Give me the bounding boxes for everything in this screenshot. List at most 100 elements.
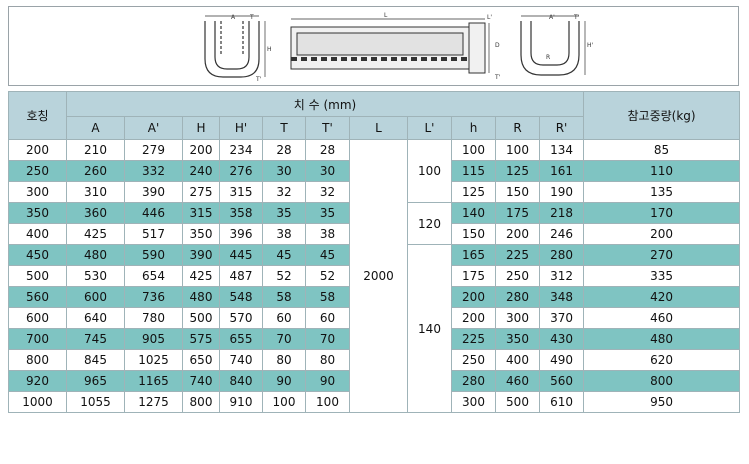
table-cell: 150 [451, 223, 496, 245]
left-section-view [204, 15, 266, 78]
table-cell: 90 [262, 370, 306, 392]
table-cell: 30 [262, 160, 306, 182]
table-cell: 312 [538, 265, 585, 287]
table-cell: 487 [219, 265, 263, 287]
table-cell: 335 [583, 265, 741, 287]
table-cell: 52 [262, 265, 306, 287]
table-cell: 35 [305, 202, 350, 224]
table-cell: 90 [305, 370, 350, 392]
table-cell: 1165 [124, 370, 183, 392]
label-ap: A' [549, 14, 555, 21]
table-cell: 310 [66, 181, 125, 203]
header-col: h [451, 116, 496, 140]
label-l: L [384, 12, 388, 19]
table-cell: 175 [451, 265, 496, 287]
table-cell: 70 [305, 328, 350, 350]
cell-length: 2000 [349, 139, 408, 413]
table-cell: 560 [538, 370, 585, 392]
table-cell: 140 [451, 202, 496, 224]
table-cell: 110 [583, 160, 741, 182]
label-tp2: T' [573, 14, 580, 21]
table-cell: 315 [219, 181, 263, 203]
table-cell: 600 [8, 307, 67, 329]
table-cell: 800 [182, 391, 220, 413]
table-cell: 218 [538, 202, 585, 224]
table-cell: 446 [124, 202, 183, 224]
table-cell: 780 [124, 307, 183, 329]
table-cell: 460 [583, 307, 741, 329]
table-cell: 60 [262, 307, 306, 329]
table-cell: 250 [495, 265, 540, 287]
table-cell: 575 [182, 328, 220, 350]
table-cell: 332 [124, 160, 183, 182]
header-col: T' [305, 116, 350, 140]
table-cell: 740 [182, 370, 220, 392]
drawing-svg: A T H T' L L' D T' A' T' H' R [204, 12, 594, 83]
table-cell: 390 [182, 244, 220, 266]
table-cell: 800 [583, 370, 741, 392]
table-cell: 800 [8, 349, 67, 371]
table-cell: 200 [8, 139, 67, 161]
table-cell: 30 [305, 160, 350, 182]
table-cell: 425 [182, 265, 220, 287]
table-cell: 80 [262, 349, 306, 371]
table-cell: 420 [583, 286, 741, 308]
table-cell: 45 [262, 244, 306, 266]
table-cell: 500 [495, 391, 540, 413]
table-cell: 100 [262, 391, 306, 413]
header-col: L [349, 116, 408, 140]
label-h: H [267, 46, 272, 53]
table-cell: 650 [182, 349, 220, 371]
table-cell: 490 [538, 349, 585, 371]
header-weight: 참고중량(kg) [583, 91, 741, 140]
table-cell: 965 [66, 370, 125, 392]
table-cell: 225 [495, 244, 540, 266]
table-cell: 100 [305, 391, 350, 413]
table-cell: 480 [182, 286, 220, 308]
table-cell: 150 [495, 181, 540, 203]
table-cell: 170 [583, 202, 741, 224]
header-col: R' [538, 116, 585, 140]
table-cell: 276 [219, 160, 263, 182]
table-cell: 845 [66, 349, 125, 371]
table-cell: 1055 [66, 391, 125, 413]
table-cell: 460 [495, 370, 540, 392]
label-t2: T' [255, 76, 262, 83]
table-cell: 548 [219, 286, 263, 308]
table-cell: 240 [182, 160, 220, 182]
table-cell: 190 [538, 181, 585, 203]
table-cell: 200 [451, 286, 496, 308]
table-cell: 200 [182, 139, 220, 161]
table-cell: 430 [538, 328, 585, 350]
table-cell: 115 [451, 160, 496, 182]
table-cell: 100 [451, 139, 496, 161]
table-cell: 175 [495, 202, 540, 224]
table-cell: 1025 [124, 349, 183, 371]
table-cell: 600 [66, 286, 125, 308]
table-cell: 1275 [124, 391, 183, 413]
table-cell: 500 [8, 265, 67, 287]
header-col: A [66, 116, 125, 140]
table-cell: 279 [124, 139, 183, 161]
header-nominal: 호칭 [8, 91, 67, 140]
header-col: R [495, 116, 540, 140]
table-cell: 200 [495, 223, 540, 245]
table-cell: 270 [583, 244, 741, 266]
table-cell: 390 [124, 181, 183, 203]
table-cell: 28 [262, 139, 306, 161]
table-cell: 745 [66, 328, 125, 350]
cell-socket-length: 120 [407, 202, 452, 245]
table-cell: 370 [538, 307, 585, 329]
table-cell: 161 [538, 160, 585, 182]
table-cell: 400 [495, 349, 540, 371]
table-cell: 655 [219, 328, 263, 350]
label-hp: H' [587, 42, 594, 49]
table-cell: 250 [8, 160, 67, 182]
